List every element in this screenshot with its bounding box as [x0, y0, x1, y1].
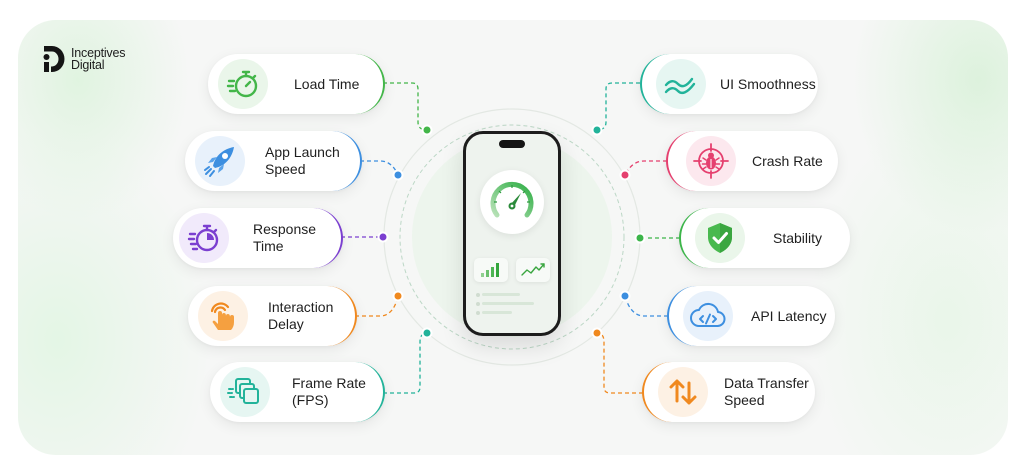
- brand-logo: Inceptives Digital: [43, 44, 125, 74]
- list-line: [482, 302, 534, 305]
- metric-card-app-launch-speed: App Launch Speed: [185, 131, 362, 191]
- list-bullet: [476, 293, 480, 297]
- metric-label-line1: Response: [253, 221, 317, 237]
- metric-card-crash-rate: Crash Rate: [666, 131, 838, 191]
- trend-line-icon: [516, 258, 550, 282]
- metric-label-line2: Speed: [724, 392, 765, 408]
- metric-card-response-time: Response Time: [173, 208, 343, 268]
- metric-label: UI Smoothness: [720, 75, 816, 92]
- speedometer-gauge-icon: [480, 170, 544, 234]
- list-line: [482, 293, 520, 296]
- metric-label-line2: Delay: [268, 316, 304, 332]
- smartphone-illustration: [463, 131, 561, 336]
- metric-label-line1: App Launch: [265, 144, 340, 160]
- metric-label: Stability: [773, 229, 823, 246]
- shield-check-icon: [695, 213, 745, 263]
- metric-card-interaction-delay: Interaction Delay: [188, 286, 357, 346]
- tap-hand-icon: [198, 291, 248, 341]
- bar-chart-icon: [474, 258, 508, 282]
- metric-label: API Latency: [751, 307, 827, 324]
- cloud-code-icon: [683, 291, 733, 341]
- timer-icon: [179, 213, 229, 263]
- metric-card-api-latency: API Latency: [667, 286, 835, 346]
- list-bullet: [476, 311, 480, 315]
- stacked-frames-icon: [220, 367, 270, 417]
- metric-card-data-transfer-speed: Data Transfer Speed: [642, 362, 815, 422]
- up-down-arrows-icon: [658, 367, 708, 417]
- metric-label-line2: Time: [253, 238, 284, 254]
- metric-label-line2: Speed: [265, 161, 306, 177]
- metric-card-frame-rate: Frame Rate (FPS): [210, 362, 385, 422]
- stopwatch-speed-icon: [218, 59, 268, 109]
- metric-label-line1: Interaction: [268, 299, 334, 315]
- list-line: [482, 311, 512, 314]
- metric-label-line2: (FPS): [292, 392, 329, 408]
- metric-label: Crash Rate: [752, 152, 823, 169]
- list-bullet: [476, 302, 480, 306]
- metric-label-line1: Data Transfer: [724, 375, 809, 391]
- metric-label-line1: Frame Rate: [292, 375, 366, 391]
- metric-label: Load Time: [294, 75, 360, 92]
- wave-lines-icon: [656, 59, 706, 109]
- rocket-icon: [195, 136, 245, 186]
- metric-card-ui-smoothness: UI Smoothness: [640, 54, 818, 114]
- metric-card-stability: Stability: [679, 208, 850, 268]
- metric-card-load-time: Load Time: [208, 54, 385, 114]
- brand-name-line1: Inceptives: [71, 46, 126, 60]
- logo-mark-icon: [43, 44, 65, 74]
- bug-target-icon: [686, 136, 736, 186]
- phone-notch: [499, 140, 525, 148]
- brand-name-line2: Digital: [71, 58, 105, 72]
